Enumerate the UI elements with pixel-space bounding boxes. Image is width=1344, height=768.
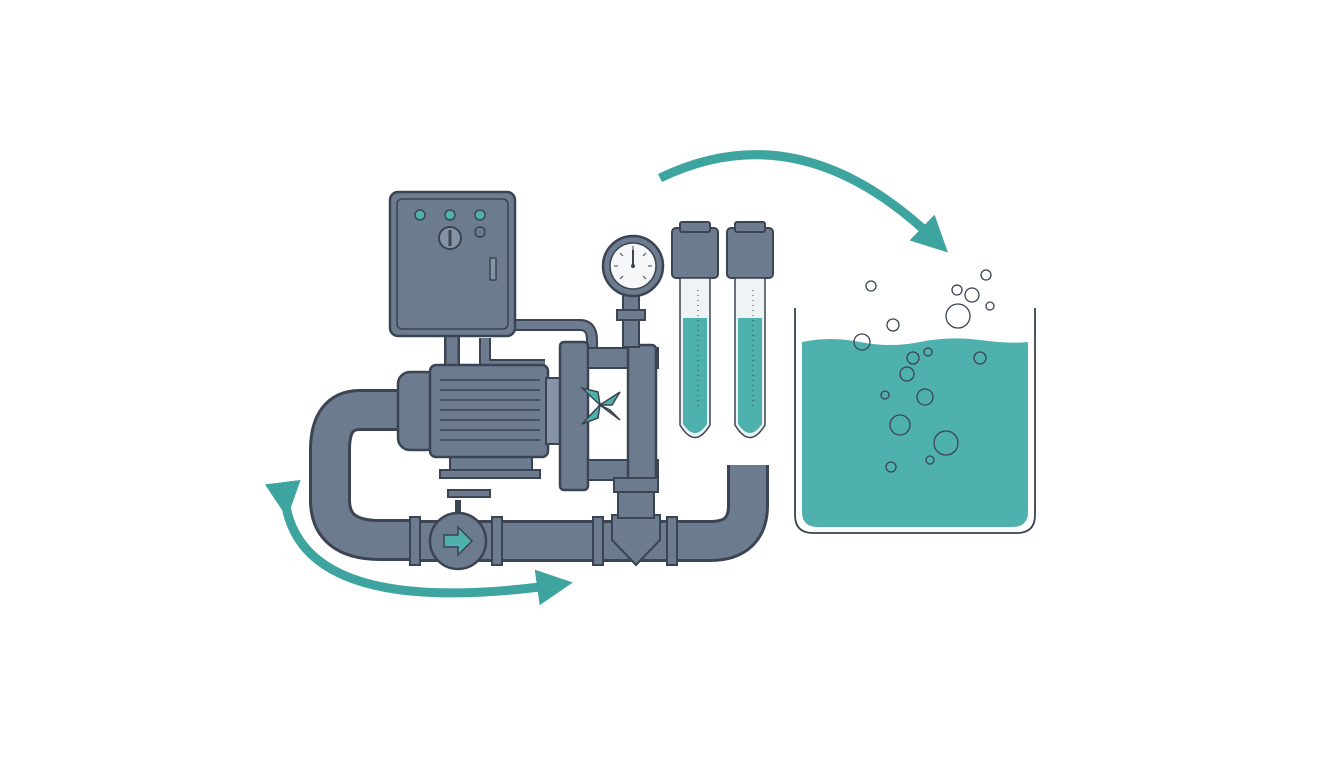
pressure-gauge bbox=[601, 234, 665, 348]
loop-pipe bbox=[309, 389, 420, 561]
sample-tube-2 bbox=[726, 221, 774, 439]
sample-tube-1 bbox=[671, 221, 719, 439]
water-tank bbox=[794, 269, 1036, 534]
switch bbox=[489, 257, 497, 281]
top-flow-arrow bbox=[658, 150, 948, 253]
control-box bbox=[388, 190, 517, 338]
indicator-light bbox=[474, 209, 486, 221]
indicator-light bbox=[414, 209, 426, 221]
bubbles bbox=[853, 269, 995, 473]
check-valve bbox=[428, 489, 491, 571]
electric-motor bbox=[396, 363, 561, 479]
main-pipe bbox=[409, 465, 769, 566]
bottom-flow-arrow bbox=[264, 479, 573, 606]
indicator-light bbox=[474, 226, 486, 238]
indicator-light bbox=[444, 209, 456, 221]
pump-housing bbox=[558, 340, 659, 493]
impeller-icon bbox=[579, 386, 621, 425]
flow-direction-arrow-icon bbox=[443, 525, 474, 557]
